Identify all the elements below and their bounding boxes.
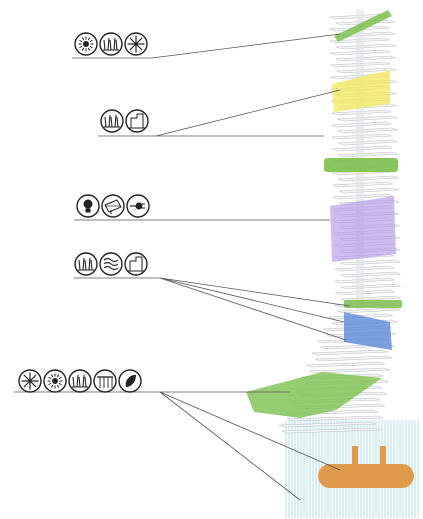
grass-icon: [100, 109, 124, 133]
building-icon: [125, 109, 149, 133]
leader-lines: [14, 33, 351, 501]
icon-group-base: [18, 369, 142, 393]
leader-lower-d1: [159, 277, 351, 307]
leader-base-d2: [159, 391, 301, 501]
floor-plate: [306, 361, 386, 368]
floor-plate: [278, 421, 377, 428]
wheel-icon: [18, 369, 42, 393]
floor-plate: [337, 307, 400, 314]
floor-plate: [337, 151, 399, 158]
floor-plate: [337, 127, 398, 134]
blue-floors: [344, 312, 392, 350]
roof-garden: [334, 10, 392, 42]
floor-plate: [334, 265, 395, 272]
leader-lower-d2: [159, 277, 345, 323]
floor-plate: [335, 43, 396, 50]
icon-group-middle: [76, 194, 150, 218]
purple-floors: [330, 196, 396, 262]
tank-pipe-left: [352, 446, 358, 466]
base-garden: [246, 372, 382, 418]
leaf-icon: [118, 369, 142, 393]
icon-group-lower: [74, 252, 148, 276]
leader-upper-diag: [155, 89, 341, 137]
colored-sections: [246, 10, 414, 488]
leader-top-diag: [151, 33, 341, 59]
floor-plate: [309, 367, 391, 374]
sun-icon: [74, 32, 98, 56]
floor-plate: [334, 277, 395, 284]
leader-lower-d3: [159, 277, 347, 341]
floor-plate: [281, 427, 382, 434]
floor-plate: [338, 187, 399, 194]
grass-icon: [99, 32, 123, 56]
icon-group-top: [74, 32, 148, 56]
icon-group-upper: [100, 109, 149, 133]
floor-plate: [315, 355, 393, 362]
solar-panel-icon: [101, 194, 125, 218]
icon-groups: [18, 32, 150, 393]
wave-icon: [99, 252, 123, 276]
floor-plate: [287, 415, 384, 422]
floor-plate: [337, 139, 398, 146]
yellow-floors: [332, 70, 390, 112]
floor-plate: [334, 289, 395, 296]
wheel-icon: [124, 32, 148, 56]
underground-tank: [318, 464, 414, 488]
grass-icon: [68, 369, 92, 393]
floor-plate: [340, 259, 401, 266]
mid-garden: [344, 300, 402, 308]
floor-plate: [340, 283, 401, 290]
bulb-icon: [76, 194, 100, 218]
floor-plate: [337, 115, 398, 122]
grass-icon: [74, 252, 98, 276]
floor-plate: [336, 67, 397, 74]
sun-icon: [43, 369, 67, 393]
plug-icon: [126, 194, 150, 218]
floor-plate: [338, 175, 399, 182]
leader-base-d1: [159, 391, 341, 471]
building-icon: [124, 252, 148, 276]
floor-plate: [311, 349, 388, 356]
tank-pipe-right: [380, 446, 386, 466]
pergola-icon: [93, 369, 117, 393]
floor-plate: [340, 271, 401, 278]
sky-garden: [324, 158, 398, 172]
floor-plate: [336, 55, 397, 62]
